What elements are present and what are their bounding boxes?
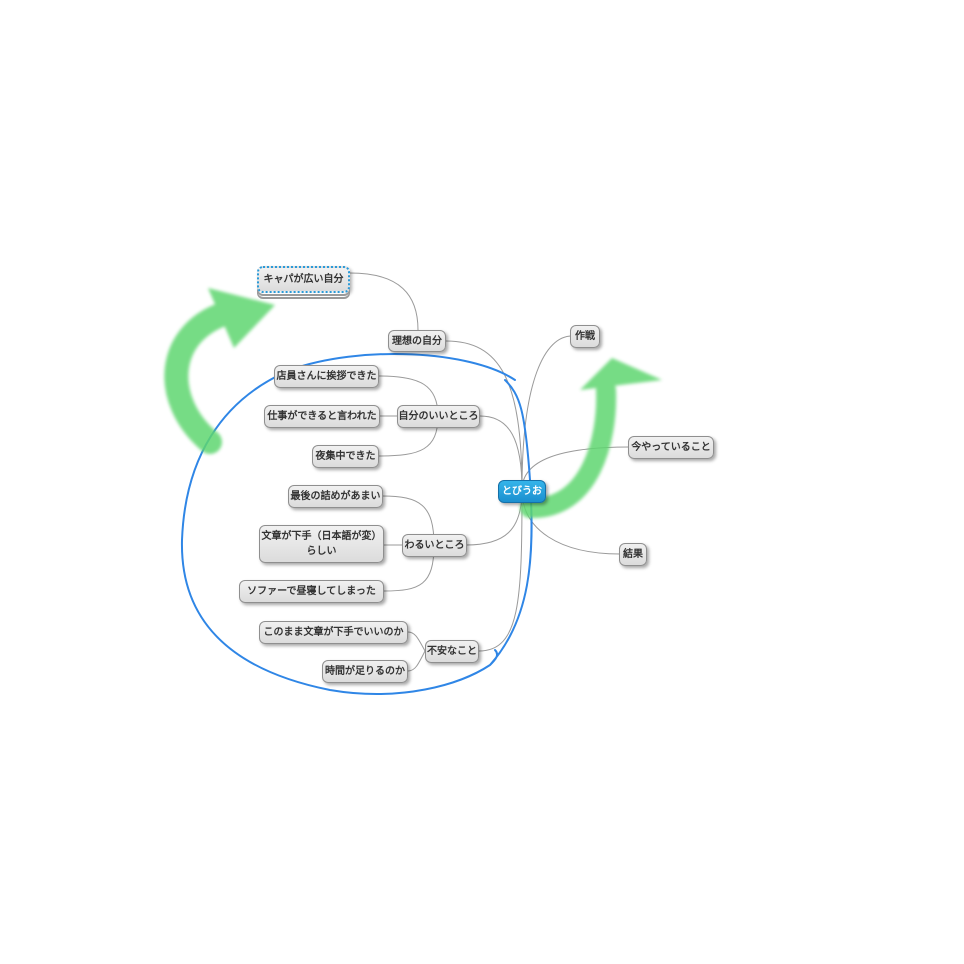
connector-ideal-capacity <box>349 272 419 331</box>
node-time-worry[interactable]: 時間が足りるのか <box>322 660 408 683</box>
connector-root-strategy <box>521 335 573 491</box>
node-capacity-self[interactable]: キャパが広い自分 <box>257 266 350 293</box>
green-arrow-left <box>164 288 275 454</box>
topic-ideal-self[interactable]: 理想の自分 <box>388 330 446 352</box>
root-node[interactable]: とびうお <box>498 480 546 503</box>
node-told-good-at-work[interactable]: 仕事ができると言われた <box>264 405 380 428</box>
topic-good-points[interactable]: 自分のいいところ <box>397 405 480 428</box>
node-poor-writing[interactable]: 文章が下手（日本語が変） らしい <box>259 525 384 563</box>
node-greeted-clerk[interactable]: 店員さんに挨拶できた <box>274 365 379 388</box>
topic-strategy[interactable]: 作戦 <box>570 325 600 348</box>
node-writing-worry[interactable]: このまま文章が下手でいいのか <box>259 621 408 644</box>
topic-worries[interactable]: 不安なこと <box>425 640 479 663</box>
connector-root-good <box>479 415 523 491</box>
connector-worry-1 <box>407 631 426 652</box>
node-weak-finishing[interactable]: 最後の詰めがあまい <box>288 485 383 508</box>
node-napped-on-sofa[interactable]: ソファーで昼寝してしまった <box>239 580 384 603</box>
green-arrow-right <box>520 358 662 519</box>
topic-results[interactable]: 結果 <box>619 543 647 566</box>
connector-worry-2 <box>407 650 426 672</box>
node-focused-at-night[interactable]: 夜集中できた <box>312 445 379 468</box>
connector-bad-1 <box>381 495 435 546</box>
topic-bad-points[interactable]: わるいところ <box>402 534 467 557</box>
topic-current-work[interactable]: 今やっていること <box>628 436 714 459</box>
connector-root-worry <box>478 489 523 652</box>
